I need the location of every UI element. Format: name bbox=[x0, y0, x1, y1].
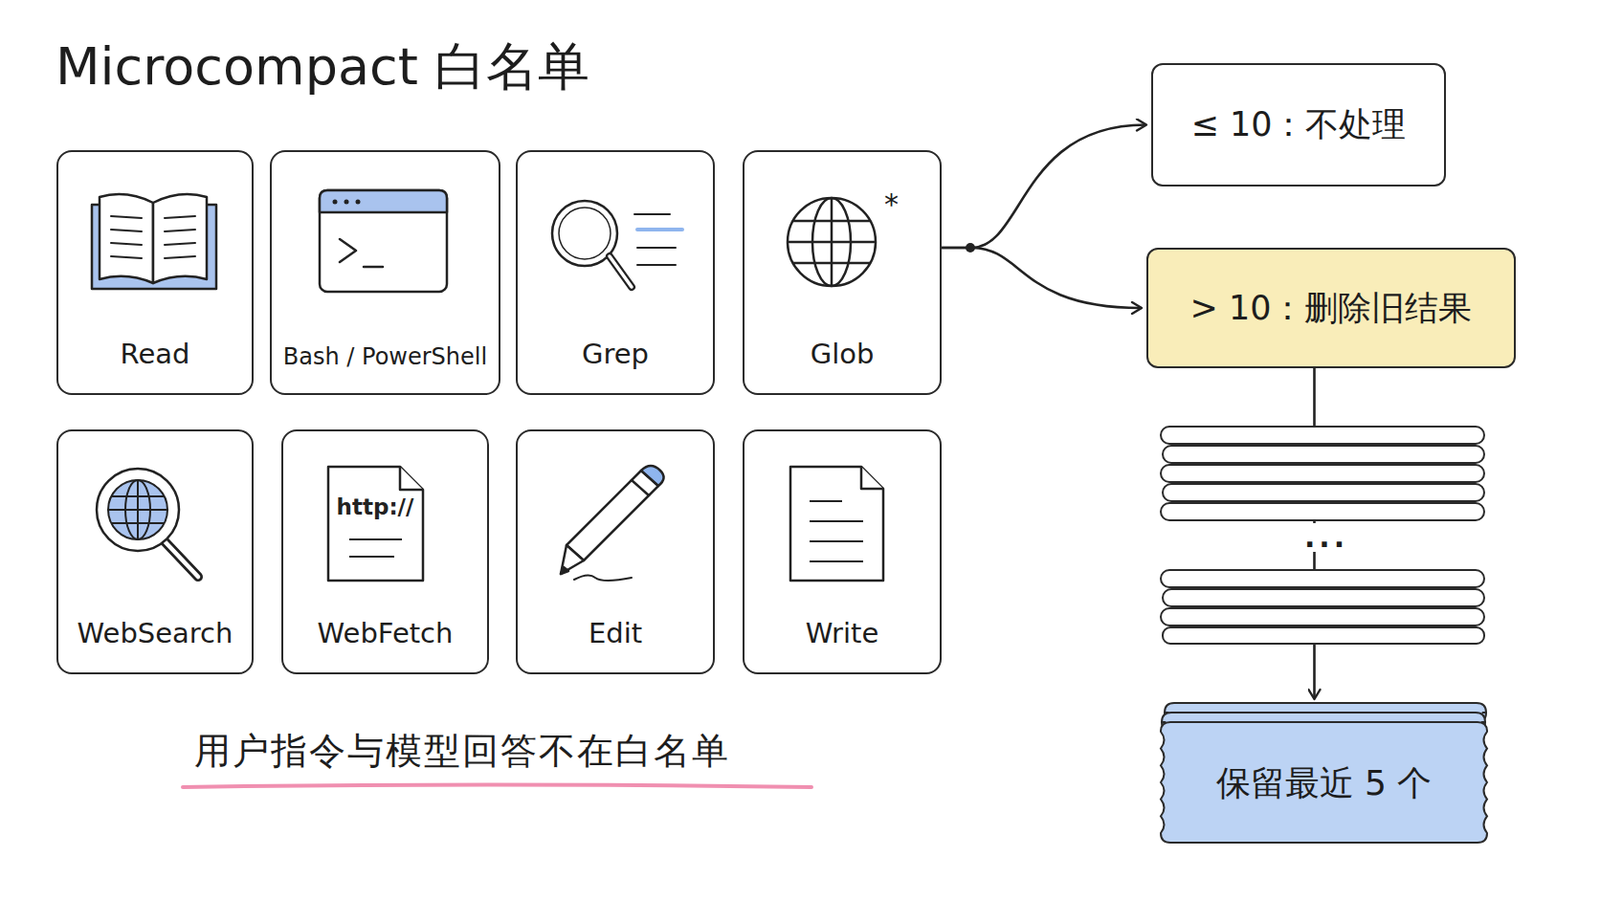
stack-layer bbox=[1160, 722, 1488, 844]
caption-underline bbox=[182, 785, 812, 789]
write-doc-icon bbox=[790, 466, 884, 581]
asterisk: * bbox=[884, 187, 899, 222]
diagram-title: Microcompact 白名单 bbox=[55, 32, 590, 103]
websearch-icon bbox=[96, 468, 199, 578]
flow-arrow bbox=[941, 247, 1141, 309]
node-label: ≤ 10：不处理 bbox=[1191, 102, 1407, 148]
book-icon bbox=[91, 194, 217, 289]
rule-box: > 10：删除旧结果 bbox=[1146, 247, 1516, 369]
caption-note: 用户指令与模型回答不在白名单 bbox=[194, 727, 731, 777]
rule-box: ≤ 10：不处理 bbox=[1151, 63, 1446, 187]
kept-results-stack: 保留最近 5 个 bbox=[1158, 701, 1489, 847]
tool-card: Grep bbox=[515, 150, 715, 396]
node-label: 保留最近 5 个 bbox=[1216, 760, 1433, 808]
url-text: http:// bbox=[336, 494, 415, 520]
node-label: Read bbox=[58, 337, 252, 371]
tool-card: Write bbox=[742, 429, 942, 675]
result-stack bbox=[1160, 570, 1485, 645]
grep-icon bbox=[552, 200, 683, 288]
node-label: Bash / PowerShell bbox=[271, 343, 499, 371]
globe-icon bbox=[787, 198, 876, 287]
node-label: Grep bbox=[517, 337, 713, 371]
ellipsis: ... bbox=[1300, 523, 1353, 553]
branch-dot bbox=[965, 243, 976, 253]
tool-card: Bash / PowerShell bbox=[269, 150, 501, 396]
tool-card: WebFetch bbox=[281, 429, 489, 675]
node-label: > 10：删除旧结果 bbox=[1190, 286, 1473, 332]
node-label: WebSearch bbox=[58, 617, 252, 650]
node-label: WebFetch bbox=[283, 617, 488, 650]
node-label: Edit bbox=[517, 617, 713, 650]
webfetch-doc-icon bbox=[328, 466, 423, 581]
node-label: Write bbox=[744, 617, 940, 650]
tool-card: Glob bbox=[742, 150, 942, 396]
pencil-icon bbox=[560, 466, 665, 581]
flow-arrow bbox=[941, 125, 1146, 249]
tool-card: WebSearch bbox=[56, 429, 254, 675]
node-label: Glob bbox=[744, 337, 940, 371]
tool-card: Read bbox=[56, 150, 254, 396]
tool-card: Edit bbox=[515, 429, 715, 675]
result-stack bbox=[1160, 426, 1485, 521]
terminal-icon bbox=[319, 190, 447, 292]
